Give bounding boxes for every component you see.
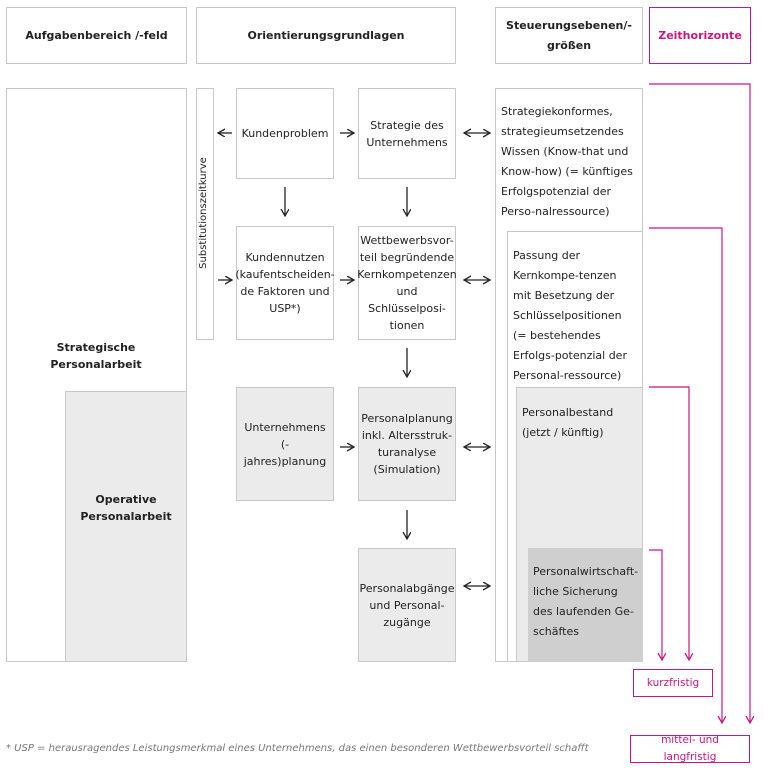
header-zeithorizonte: Zeithorizonte	[649, 7, 751, 64]
box-kundenproblem: Kundenproblem	[236, 88, 334, 179]
substitution-curve-strip	[196, 88, 214, 340]
horizon-long: mittel- und langfristig	[630, 734, 750, 763]
header-aufgabenbereich: Aufgabenbereich /-feld	[6, 7, 187, 64]
bracket-long-1	[649, 83, 750, 723]
header-steuerungsebenen: Steuerungsebenen/-größen	[495, 7, 643, 64]
horizon-short: kurzfristig	[633, 669, 713, 697]
strategic-label: Strategische Personalarbeit	[50, 341, 142, 371]
box-personalplanung: Personalplanung inkl. Altersstruk-turana…	[358, 387, 456, 501]
bracket-short-1	[649, 386, 689, 660]
operative-label: Operative Personalarbeit	[80, 493, 172, 523]
box-strategie: Strategie des Unternehmens	[358, 88, 456, 179]
bracket-long-2	[649, 227, 722, 723]
steering-text-2: Passung der Kernkompe-tenzen mit Besetzu…	[513, 249, 627, 382]
steering-text-4: Personalwirtschaft-liche Sicherung des l…	[533, 565, 639, 638]
box-unternehmensplanung: Unternehmens (-jahres)planung	[236, 387, 334, 501]
box-personalabgaenge: Personalabgänge und Personal-zugänge	[358, 548, 456, 662]
steering-level-4	[528, 548, 643, 662]
steering-text-1: Strategiekonformes, strategieumsetzendes…	[501, 105, 633, 218]
box-wettbewerbsvorteil: Wettbewerbsvor-teil begründende Kernkomp…	[357, 226, 457, 340]
bracket-short-2	[649, 549, 662, 660]
footnote: * USP = herausragendes Leistungsmerkmal …	[6, 743, 589, 754]
steering-text-3: Personalbestand (jetzt / künftig)	[522, 406, 614, 439]
header-orientierungsgrundlagen: Orientierungsgrundlagen	[196, 7, 456, 64]
box-kundennutzen: Kundennutzen (kaufentscheiden-de Faktore…	[235, 226, 335, 340]
operative-area	[65, 391, 187, 662]
